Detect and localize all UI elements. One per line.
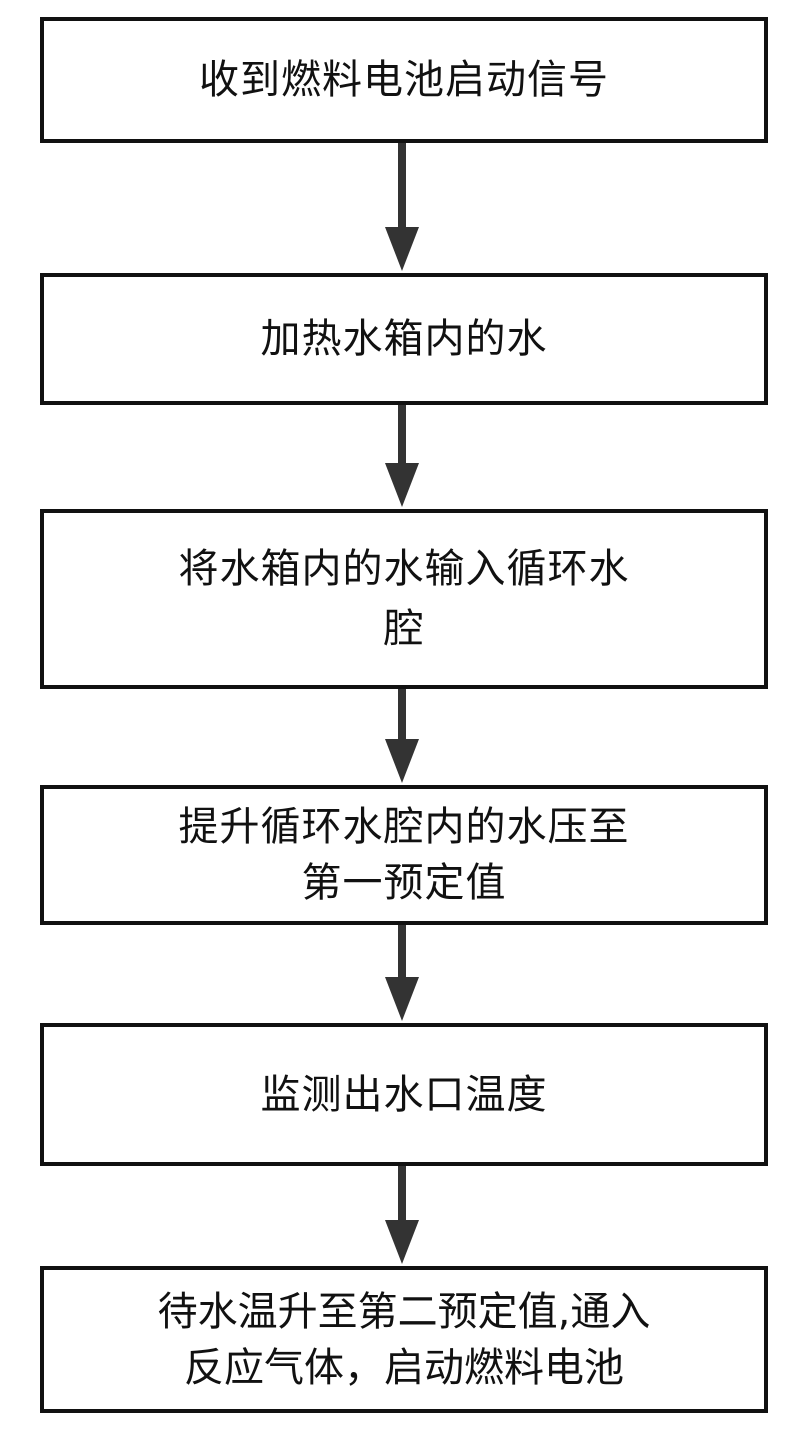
- step-3-text-line-2: 腔: [384, 599, 425, 659]
- step-receive-start-signal: 收到燃料电池启动信号: [40, 17, 768, 143]
- step-2-text: 加热水箱内的水: [261, 311, 548, 367]
- arrow-5-to-6: [385, 1166, 419, 1266]
- step-6-text-line-2: 反应气体，启动燃料电池: [184, 1340, 624, 1396]
- step-4-text-line-1: 提升循环水腔内的水压至: [179, 799, 630, 855]
- step-5-text: 监测出水口温度: [261, 1067, 548, 1123]
- step-start-fuel-cell: 待水温升至第二预定值,通入 反应气体，启动燃料电池: [40, 1266, 768, 1413]
- arrow-3-to-4: [385, 689, 419, 785]
- step-pump-water-to-cavity: 将水箱内的水输入循环水 腔: [40, 509, 768, 689]
- step-6-text-line-1: 待水温升至第二预定值,通入: [158, 1284, 651, 1340]
- step-raise-cavity-pressure: 提升循环水腔内的水压至 第一预定值: [40, 785, 768, 925]
- step-monitor-outlet-temperature: 监测出水口温度: [40, 1023, 768, 1166]
- arrow-4-to-5: [385, 925, 419, 1023]
- step-1-text: 收到燃料电池启动信号: [199, 52, 609, 108]
- arrow-1-to-2: [385, 143, 419, 273]
- arrow-2-to-3: [385, 405, 419, 509]
- step-heat-tank-water: 加热水箱内的水: [40, 273, 768, 405]
- step-4-text-line-2: 第一预定值: [302, 855, 507, 911]
- step-3-text-line-1: 将水箱内的水输入循环水: [179, 539, 630, 599]
